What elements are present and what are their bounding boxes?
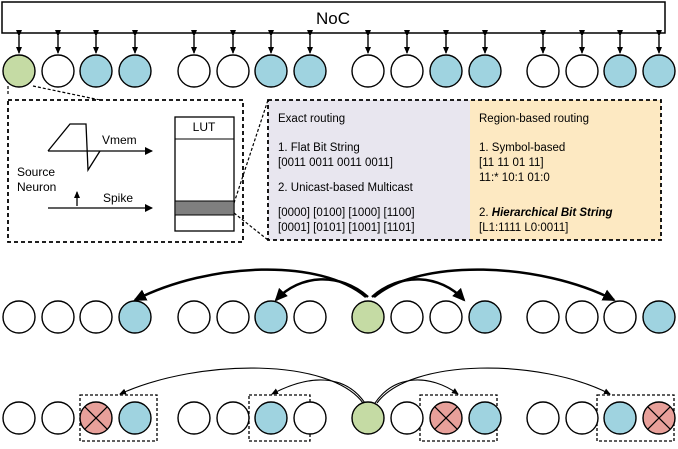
source-neuron <box>2 54 36 88</box>
noc-links <box>16 30 662 54</box>
neuron <box>565 401 599 435</box>
neuron <box>216 300 250 334</box>
noc-box <box>1 1 666 34</box>
region-routing: Region-based routing 1. Symbol-based [11… <box>479 113 613 234</box>
exact-routing: Exact routing 1. Flat Bit String [0011 0… <box>278 113 415 234</box>
target-neuron <box>642 300 676 334</box>
hierarchical-bit-string-title: 2. Hierarchical Bit String <box>479 207 613 219</box>
target-neuron <box>642 54 676 88</box>
neuron-row-middle <box>2 300 676 334</box>
neuron <box>2 401 36 435</box>
unicast-multicast-title: 2. Unicast-based Multicast <box>278 182 414 194</box>
target-neuron <box>254 54 288 88</box>
lut-entry <box>174 200 235 216</box>
symbol-based-line-2: 11:* 10:1 01:0 <box>479 172 550 184</box>
neuron <box>565 300 599 334</box>
cross-mark <box>434 406 458 430</box>
noc-label: NoC <box>316 9 350 28</box>
spike-axis: Spike <box>48 191 153 212</box>
hierarchical-bit-string-value: [L1:1111 L0:0011] <box>479 222 568 234</box>
target-neuron <box>118 300 152 334</box>
neuron <box>565 54 599 88</box>
unicast-multicast-line-1: [0000] [0100] [1000] [1100] <box>278 207 415 219</box>
lut-label: LUT <box>193 120 216 134</box>
flat-bit-string-value: [0011 0011 0011 0011] <box>278 157 393 169</box>
symbol-based-title: 1. Symbol-based <box>479 142 565 154</box>
source-neuron-detail: Vmem Spike Source Neuron LUT <box>7 99 244 243</box>
region-heading: Region-based routing <box>479 113 589 125</box>
target-neuron <box>118 54 152 88</box>
source-neuron <box>351 401 385 435</box>
source-neuron-label-1: Source <box>17 165 55 179</box>
target-neuron <box>603 54 637 88</box>
routing-panel-border <box>267 99 662 241</box>
neuron <box>390 300 424 334</box>
neuron-row-top <box>2 54 676 88</box>
neuron <box>293 401 327 435</box>
target-neuron <box>603 401 637 435</box>
vmem-label: Vmem <box>102 133 137 147</box>
spike-label: Spike <box>103 191 133 205</box>
symbol-based-line-1: [11 11 01 11] <box>479 157 544 169</box>
neuron <box>2 300 36 334</box>
neuron <box>41 54 75 88</box>
source-neuron <box>351 300 385 334</box>
neuron <box>177 401 211 435</box>
exact-heading: Exact routing <box>278 113 345 125</box>
exact-routing-bg <box>268 100 470 240</box>
vmem-waveform: Vmem <box>47 123 153 173</box>
neuron <box>216 401 250 435</box>
neuron <box>293 300 327 334</box>
routing-schemes-panel: Exact routing 1. Flat Bit String [0011 0… <box>267 99 662 241</box>
target-neuron <box>468 401 502 435</box>
target-neuron <box>118 401 152 435</box>
unicast-multicast-line-2: [0001] [0101] [1001] [1101] <box>278 222 415 234</box>
neuron <box>41 401 75 435</box>
neuron <box>429 300 463 334</box>
zoom-lines <box>7 85 101 101</box>
target-neuron <box>254 300 288 334</box>
region-arcs <box>119 367 611 404</box>
cross-mark <box>647 406 671 430</box>
target-neuron <box>79 54 113 88</box>
neuron <box>177 54 211 88</box>
neuron <box>603 300 637 334</box>
neuron <box>351 54 385 88</box>
neuron <box>41 300 75 334</box>
neuron <box>177 300 211 334</box>
hierarchical-emphasis: Hierarchical Bit String <box>492 207 613 219</box>
neuron <box>79 300 113 334</box>
region-routing-bg <box>470 100 661 240</box>
target-neuron <box>468 54 502 88</box>
target-neuron <box>293 54 327 88</box>
neuron <box>526 401 560 435</box>
flat-bit-string-title: 1. Flat Bit String <box>278 142 360 154</box>
cross-mark <box>84 406 108 430</box>
hierarchical-prefix: 2. <box>479 207 492 219</box>
neuron <box>216 54 250 88</box>
neuron-row-bottom <box>2 401 676 435</box>
neuron <box>526 54 560 88</box>
multicast-arcs <box>133 268 616 302</box>
target-neuron <box>468 300 502 334</box>
neuron <box>390 54 424 88</box>
neuron <box>390 401 424 435</box>
noc-bar: NoC <box>1 1 666 34</box>
neuron <box>526 300 560 334</box>
source-neuron-label-2: Neuron <box>17 180 56 194</box>
lut-to-routing-lines <box>233 99 269 241</box>
lut: LUT <box>174 116 235 232</box>
target-neuron <box>254 401 288 435</box>
target-neuron <box>429 54 463 88</box>
